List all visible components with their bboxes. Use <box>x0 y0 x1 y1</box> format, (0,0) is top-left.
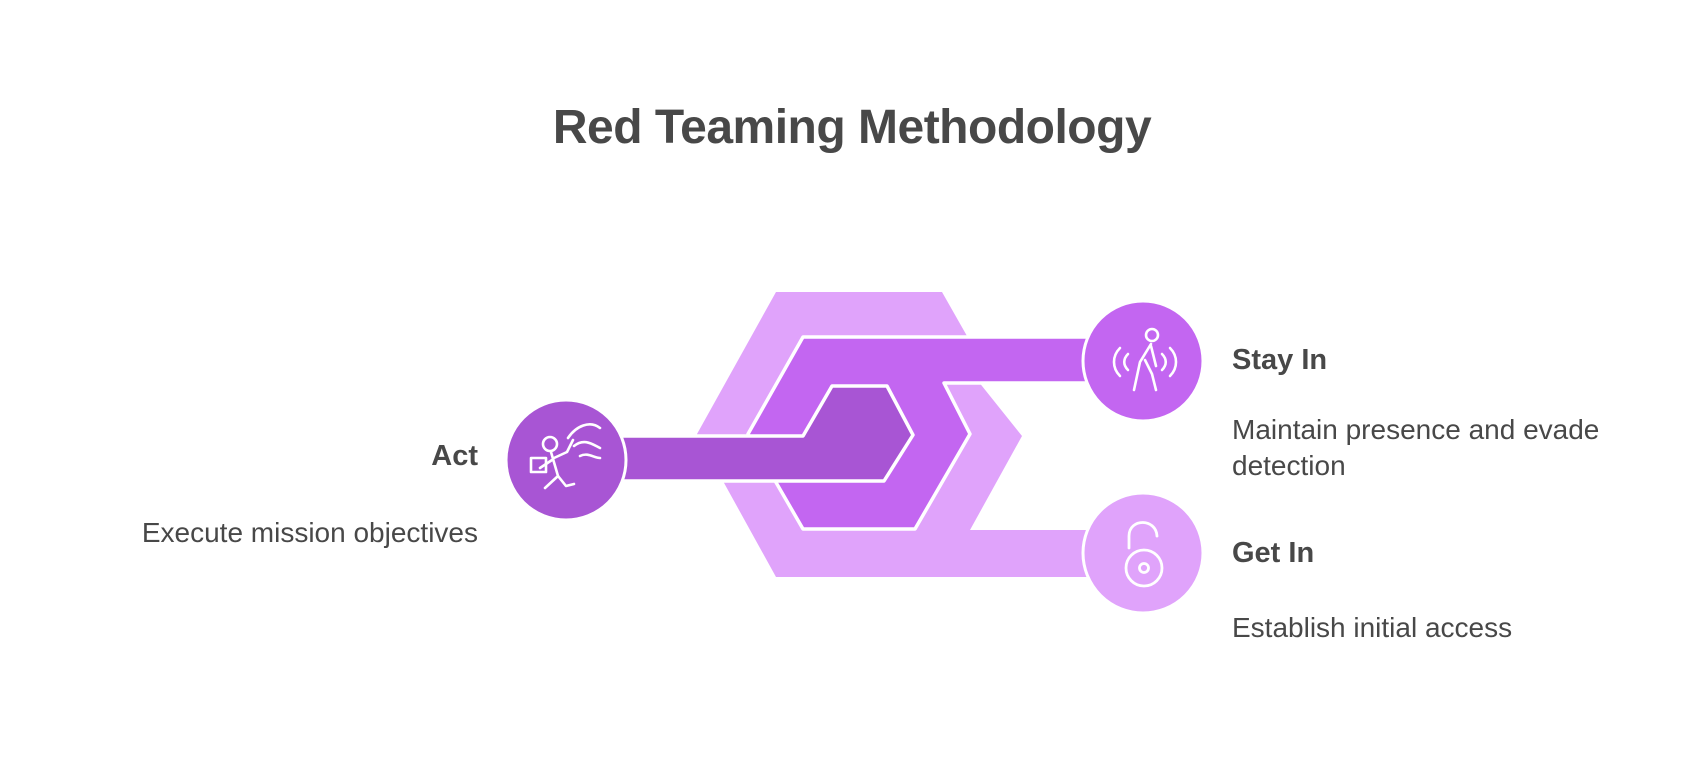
get-in-node <box>1081 491 1205 615</box>
stay-in-node <box>1081 299 1205 423</box>
person-walking-signal-icon <box>1112 327 1178 392</box>
runner-with-package-icon <box>529 423 602 490</box>
act-description: Execute mission objectives <box>141 517 478 548</box>
unlocked-padlock-icon <box>1124 521 1164 588</box>
act-label: Act <box>431 440 478 472</box>
middle-hexagon <box>746 335 1097 531</box>
page-title: Red Teaming Methodology <box>552 101 1152 154</box>
stay-in-label: Stay In <box>1232 344 1328 376</box>
act-node <box>504 398 628 522</box>
get-in-label: Get In <box>1232 537 1315 569</box>
get-in-description: Establish initial access <box>1232 612 1513 643</box>
stay-in-description: Maintain presence and evade detection <box>1232 414 1600 481</box>
inner-hexagon <box>608 384 915 483</box>
